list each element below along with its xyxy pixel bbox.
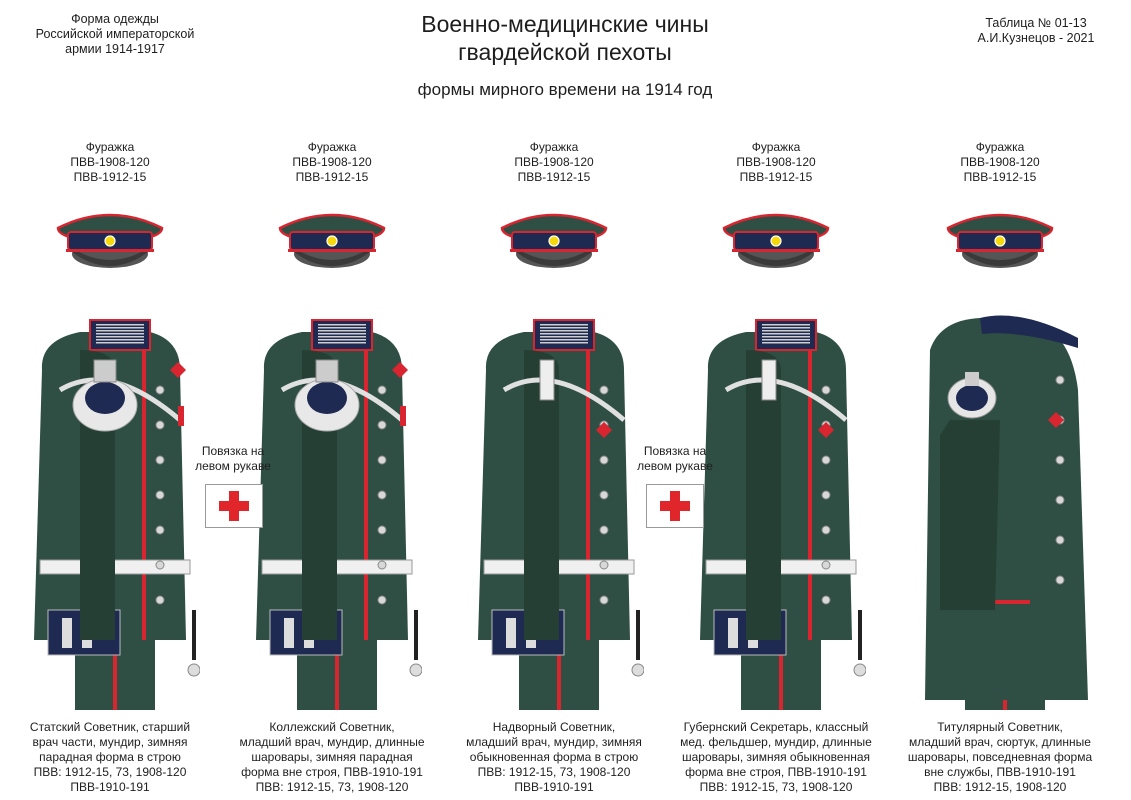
cap-label: Фуражка ПВВ-1908-120 ПВВ-1912-15 <box>70 140 150 184</box>
cockade-icon <box>548 235 560 247</box>
figure-caption: Коллежский Советник, младший врач, мунди… <box>239 720 425 794</box>
figure-caption: Титулярный Советник, младший врач, сюрту… <box>907 720 1093 794</box>
figure-2: Фуражка ПВВ-1908-120 ПВВ-1912-15 <box>222 140 442 800</box>
page-subtitle: формы мирного времени на 1914 год <box>417 80 713 99</box>
armband-label: Повязка на левом рукаве <box>195 444 271 473</box>
cockade-icon <box>770 235 782 247</box>
armband-label: Повязка на левом рукаве <box>637 444 713 473</box>
cockade-icon <box>326 235 338 247</box>
uniform-illustration <box>925 315 1088 710</box>
figure-1: Фуражка ПВВ-1908-120 ПВВ-1912-15 <box>0 140 220 800</box>
peaked-cap-illustration <box>278 213 386 268</box>
peaked-cap-illustration <box>500 213 608 268</box>
header-left-text: Форма одежды Российской императорской ар… <box>35 12 195 56</box>
red-cross-armband-icon <box>646 484 704 528</box>
peaked-cap-illustration <box>56 213 164 268</box>
cap-label: Фуражка ПВВ-1908-120 ПВВ-1912-15 <box>292 140 372 184</box>
figure-caption: Надворный Советник, младший врач, мундир… <box>466 720 642 794</box>
figure-5: Фуражка ПВВ-1908-120 ПВВ-1912-15 Титуляр… <box>890 140 1110 800</box>
figure-caption: Губернский Секретарь, классный мед. фель… <box>680 720 872 794</box>
figure-4: Фуражка ПВВ-1908-120 ПВВ-1912-15 Губернс… <box>666 140 886 800</box>
peaked-cap-illustration <box>722 213 830 268</box>
cockade-icon <box>994 235 1006 247</box>
peaked-cap-illustration <box>946 213 1054 268</box>
cap-label: Фуражка ПВВ-1908-120 ПВВ-1912-15 <box>514 140 594 184</box>
header-right-text: Таблица № 01-13 А.И.Кузнецов - 2021 <box>977 16 1095 45</box>
cap-label: Фуражка ПВВ-1908-120 ПВВ-1912-15 <box>736 140 816 184</box>
page-title: Военно-медицинские чины гвардейской пехо… <box>421 11 709 65</box>
uniform-illustration <box>478 319 644 710</box>
red-cross-armband-icon <box>205 484 263 528</box>
figure-caption: Статский Советник, старший врач части, м… <box>29 720 191 794</box>
uniform-illustration <box>256 319 422 710</box>
cockade-icon <box>104 235 116 247</box>
uniform-illustration <box>34 319 200 710</box>
figure-3: Фуражка ПВВ-1908-120 ПВВ-1912-15 Надворн… <box>444 140 664 800</box>
cap-label: Фуражка ПВВ-1908-120 ПВВ-1912-15 <box>960 140 1040 184</box>
uniform-illustration <box>700 319 866 710</box>
